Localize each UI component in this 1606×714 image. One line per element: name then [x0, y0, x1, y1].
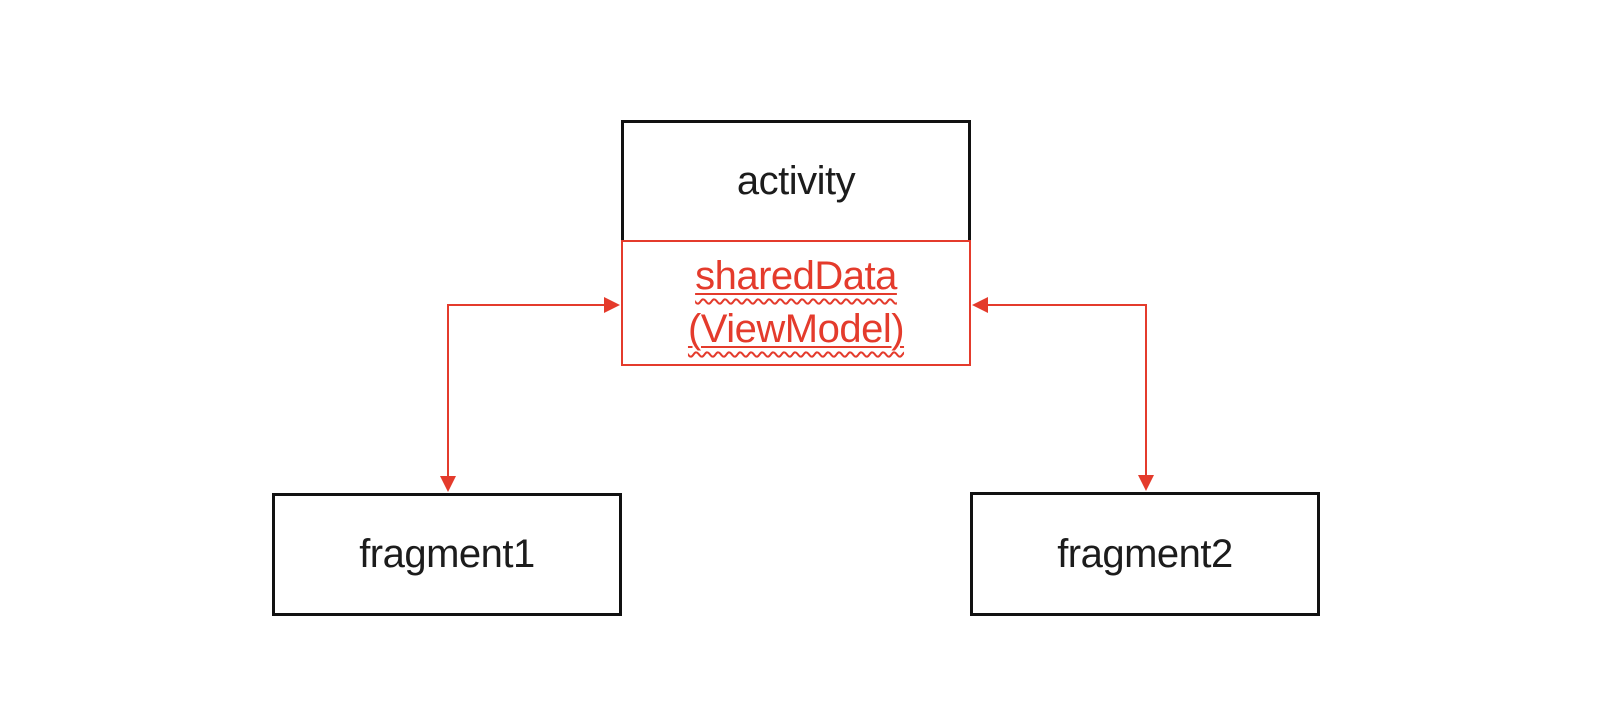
shared-data-label-line1: sharedData	[695, 254, 897, 298]
arrowhead-left-icon	[972, 297, 988, 313]
connector-fragment2-shareddata	[972, 297, 1154, 491]
fragment2-label: fragment2	[1057, 531, 1233, 576]
node-activity: activity	[621, 120, 971, 243]
activity-label: activity	[736, 159, 856, 203]
arrowhead-down-icon	[440, 476, 456, 492]
fragment1-label: fragment1	[359, 532, 535, 576]
arrowhead-down-icon	[1138, 475, 1154, 491]
arrowhead-right-icon	[604, 297, 620, 313]
node-fragment2: fragment2	[970, 492, 1320, 616]
node-shared-data: sharedData (ViewModel)	[621, 240, 971, 366]
node-fragment1: fragment1	[272, 493, 622, 616]
shared-data-label-line2: (ViewModel)	[687, 307, 905, 351]
connector-fragment1-shareddata	[440, 297, 620, 492]
